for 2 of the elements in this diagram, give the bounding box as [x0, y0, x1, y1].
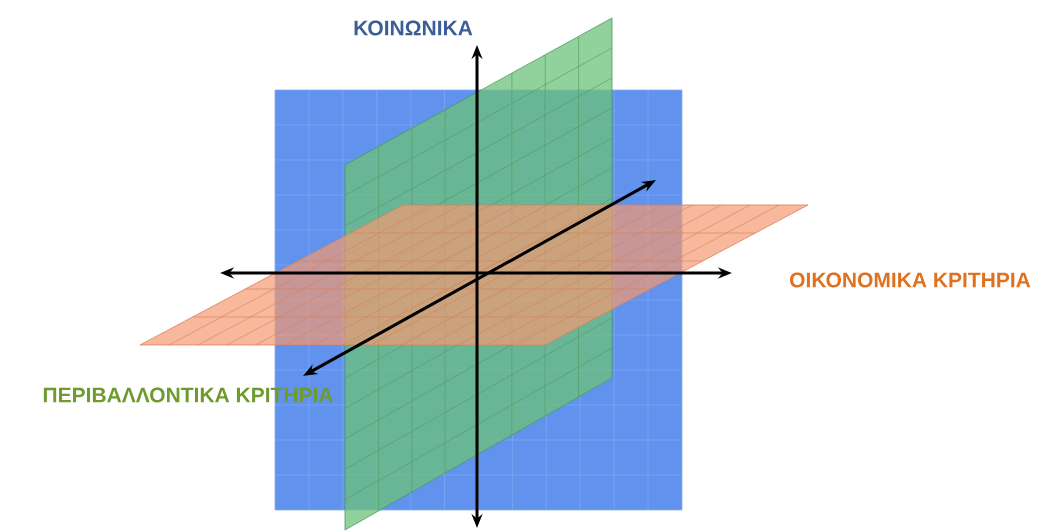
axis-label: ΚΟΙΝΩΝΙΚΑ: [354, 20, 473, 36]
axis-label: ΟΙΚΟΝΟΜΙΚΑ ΚΡΙΤΗΡΙΑ: [790, 272, 1031, 288]
